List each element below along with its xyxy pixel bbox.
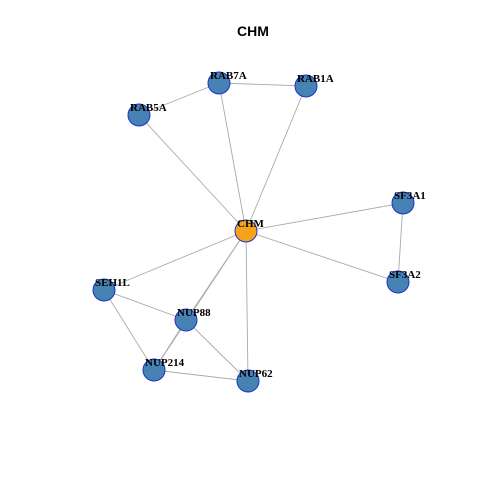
edge-layer	[103, 82, 404, 382]
node-layer	[92, 71, 415, 393]
edge-chm-rab7a	[218, 82, 247, 232]
edge-nup88-nup62	[185, 319, 249, 382]
node-label-nup62: NUP62	[239, 368, 273, 380]
node-rab5a	[127, 103, 151, 127]
edge-chm-sf3a2	[245, 230, 399, 283]
edge-chm-nup62	[245, 230, 249, 382]
node-seh1l	[92, 278, 116, 302]
edge-seh1l-nup88	[103, 289, 187, 321]
node-label-rab7a: RAB7A	[210, 70, 247, 82]
node-chm	[234, 219, 258, 243]
edge-chm-rab5a	[138, 114, 247, 232]
node-label-nup88: NUP88	[177, 307, 211, 319]
diagram-title: CHM	[237, 23, 269, 39]
node-label-chm: CHM	[237, 218, 265, 230]
node-label-seh1l: SEH1L	[95, 277, 130, 289]
node-rab1a	[294, 74, 318, 98]
node-nup214	[142, 358, 166, 382]
edge-chm-rab1a	[245, 85, 307, 232]
node-label-rab1a: RAB1A	[297, 73, 334, 85]
node-label-nup214: NUP214	[145, 357, 185, 369]
edge-seh1l-nup214	[103, 289, 155, 371]
node-label-rab5a: RAB5A	[130, 102, 167, 114]
edge-sf3a1-sf3a2	[397, 202, 404, 283]
edge-chm-seh1l	[103, 230, 247, 291]
node-sf3a1	[391, 191, 415, 215]
node-label-sf3a2: SF3A2	[389, 269, 421, 281]
node-sf3a2	[386, 270, 410, 294]
node-label-sf3a1: SF3A1	[394, 190, 426, 202]
node-nup88	[174, 308, 198, 332]
edge-rab7a-rab5a	[138, 82, 220, 116]
edge-nup214-nup62	[153, 369, 249, 382]
node-nup62	[236, 369, 260, 393]
node-rab7a	[207, 71, 231, 95]
edge-chm-sf3a1	[245, 202, 404, 232]
edge-rab7a-rab1a	[218, 82, 307, 87]
